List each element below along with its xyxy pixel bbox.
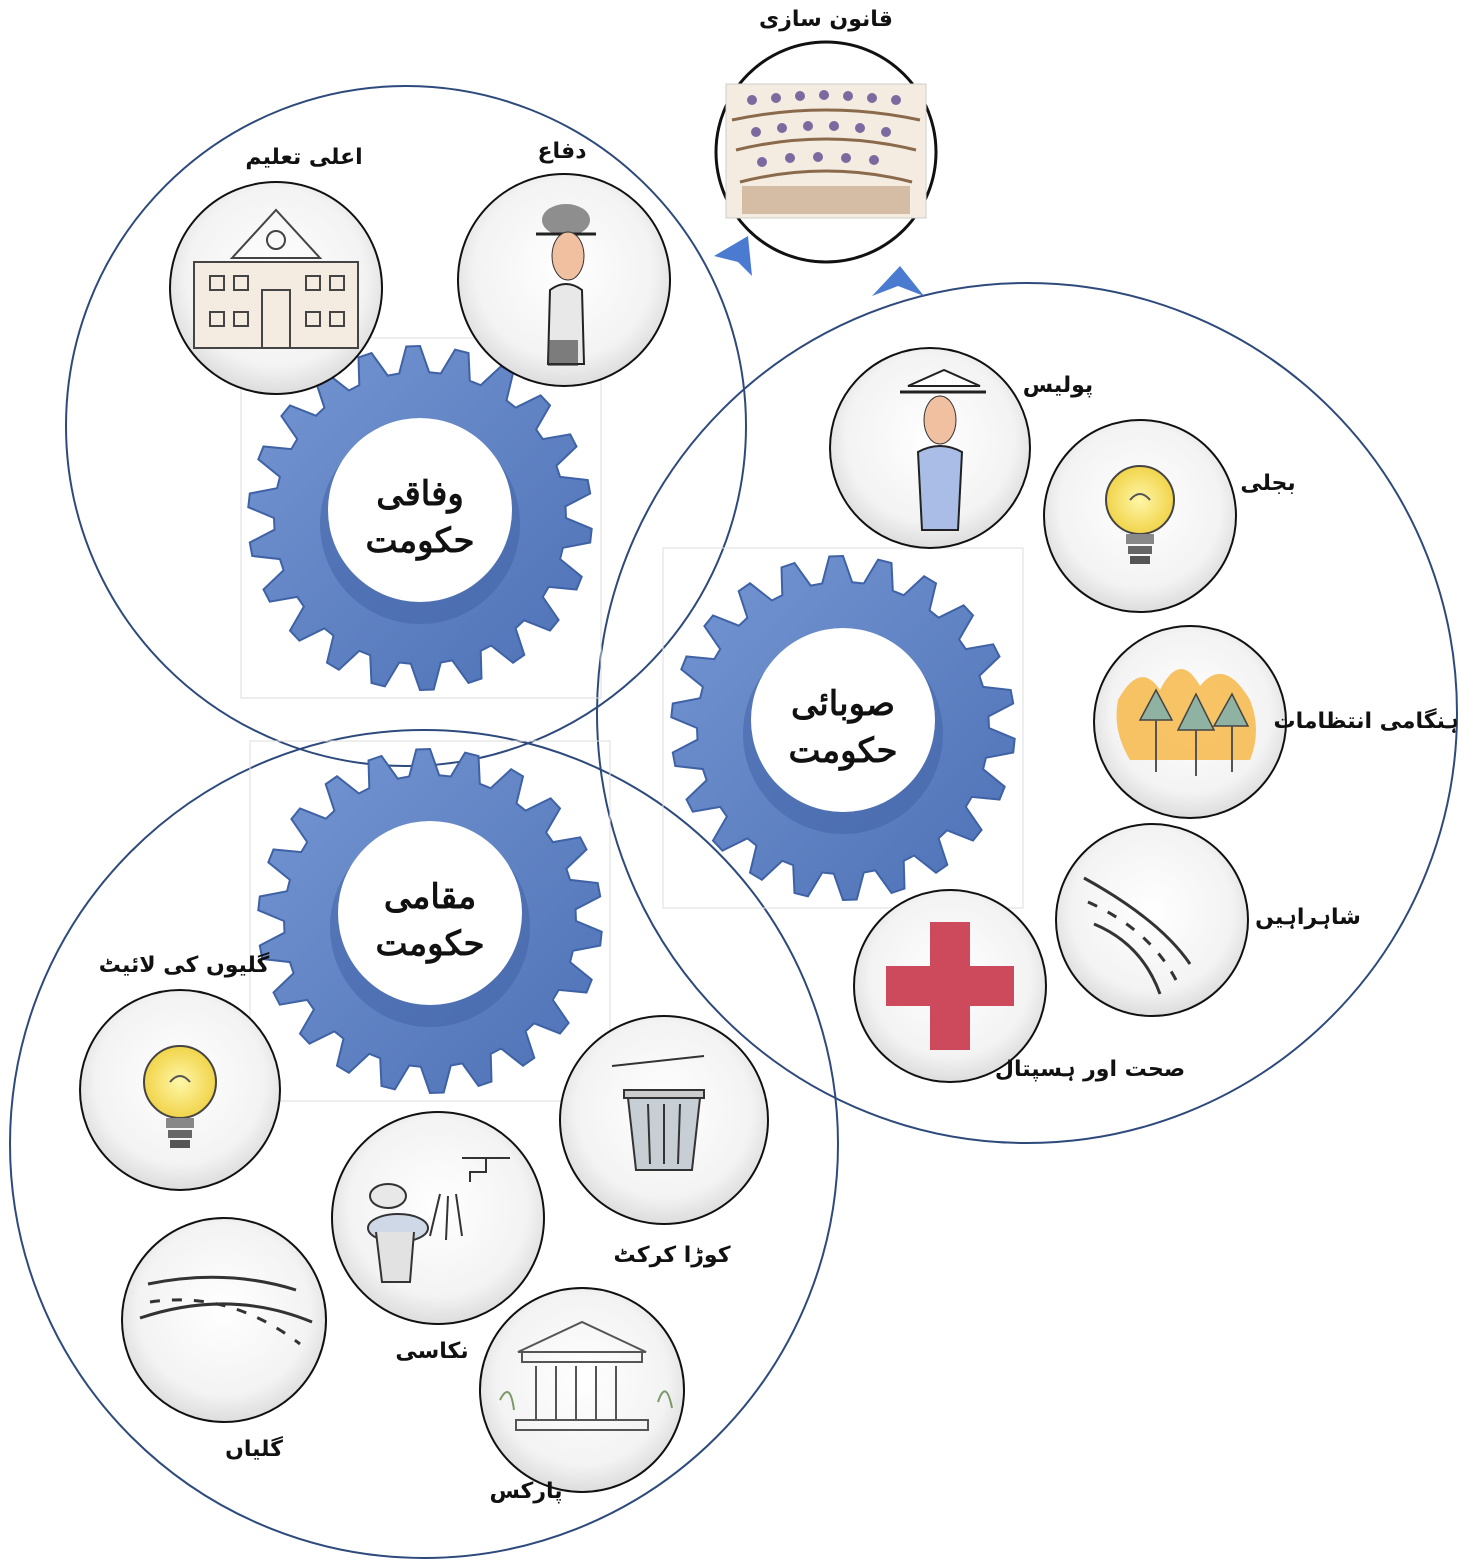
provincial-circle [596, 282, 1458, 1144]
federal-item-higher-education: اعلی تعلیم [169, 145, 383, 395]
provincial-gear-label-1: صوبائی [791, 684, 895, 724]
electricity-label: بجلی [1240, 471, 1295, 496]
local-item-street-lights: گلیوں کی لائیٹ [79, 951, 281, 1191]
arrow-federal-to-legislation [714, 236, 752, 276]
local-gear-label-1: مقامی [384, 877, 476, 917]
arrow-provincial-to-legislation [872, 266, 924, 296]
road-icon [1083, 876, 1192, 995]
local-gear: مقامی حکومت [257, 747, 603, 1095]
local-item-parks: پارکس [479, 1287, 685, 1504]
sanitation-label: نکاسی [395, 1339, 468, 1364]
provincial-gear: صوبائی حکومت [670, 554, 1016, 902]
provincial-item-highways: شاہراہیں [1055, 823, 1361, 1017]
highways-label: شاہراہیں [1255, 905, 1361, 930]
school-building-icon [193, 208, 359, 349]
local-item-sanitation: نکاسی [331, 1111, 545, 1364]
provincial-gear-frame [662, 547, 1024, 909]
federal-gear-label-2: حکومت [366, 521, 475, 561]
local-item-garbage: کوڑا کرکٹ [559, 1015, 769, 1268]
local-gear-label-2: حکومت [376, 924, 485, 964]
park-building-icon [499, 1320, 673, 1431]
parks-label: پارکس [489, 1479, 562, 1504]
provincial-item-police: پولیس [829, 347, 1093, 549]
local-item-streets: گلیاں [121, 1217, 327, 1462]
federal-gear-label-1: وفاقی [376, 474, 464, 514]
federal-circle [65, 85, 747, 767]
provincial-item-emergency: ہنگامی انتظامات [1093, 625, 1459, 819]
soldier-icon [536, 204, 596, 366]
policeman-icon [900, 368, 986, 531]
trash-can-icon [611, 1055, 705, 1171]
toilet-tap-icon [367, 1157, 510, 1283]
red-cross-icon [886, 922, 1014, 1050]
road-icon [139, 1275, 313, 1346]
health-label: صحت اور ہسپتال [995, 1057, 1185, 1082]
provincial-gear-label-2: حکومت [789, 731, 898, 771]
street-lights-label: گلیوں کی لائیٹ [99, 951, 270, 978]
higher-education-label: اعلی تعلیم [245, 145, 362, 170]
light-bulb-icon [143, 1045, 217, 1148]
local-circle [9, 729, 839, 1559]
forest-fire-icon [1116, 668, 1256, 776]
local-gear-frame [249, 740, 611, 1102]
provincial-item-health: صحت اور ہسپتال [853, 889, 1185, 1083]
federal-item-defence: دفاع [457, 139, 671, 387]
emergency-label: ہنگامی انتظامات [1274, 707, 1459, 734]
police-label: پولیس [1023, 373, 1093, 398]
legislation-label: قانون سازی [759, 7, 893, 32]
courtroom-icon [725, 83, 927, 219]
garbage-label: کوڑا کرکٹ [613, 1243, 730, 1268]
provincial-item-electricity: بجلی [1043, 419, 1296, 613]
defence-label: دفاع [538, 139, 587, 164]
light-bulb-icon [1105, 465, 1175, 564]
federal-gear-frame [240, 337, 602, 699]
legislation-node: قانون سازی [714, 7, 938, 264]
federal-gear: وفاقی حکومت [247, 344, 593, 692]
streets-label: گلیاں [225, 1435, 283, 1462]
